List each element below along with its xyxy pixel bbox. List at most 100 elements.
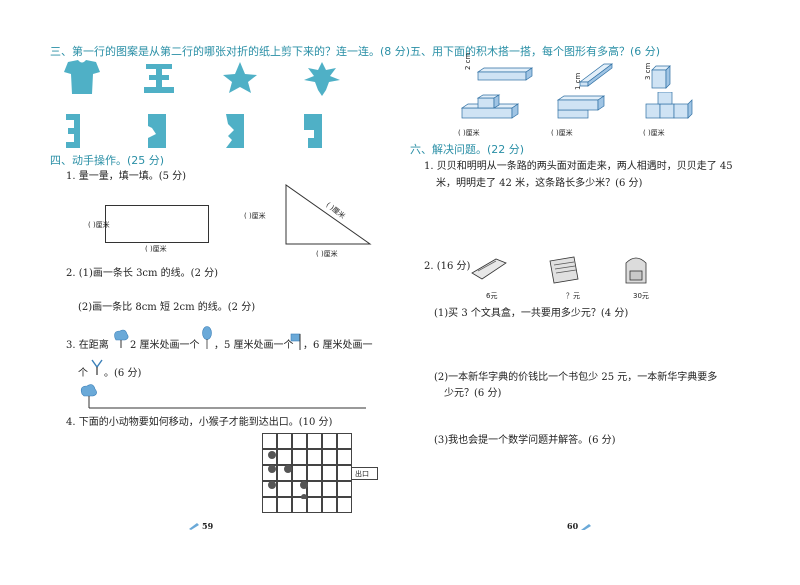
maze-cell (292, 433, 307, 449)
question-4-3-part5: 个 (78, 368, 88, 379)
section5-title: 五、用下面的积木搭一搭，每个图形有多高？(6 分) (410, 45, 661, 58)
cut-shapes-row (64, 60, 340, 96)
maze-cell (292, 481, 307, 497)
maze-cell (307, 433, 322, 449)
tri-left-blank: ( )厘米 (244, 212, 266, 220)
dim-2cm: 2 cm (464, 52, 472, 70)
folded-papers-row (66, 114, 322, 148)
question-6-1-line2: 米，明明走了 42 米，这条路长多少米？(6 分) (436, 178, 643, 189)
maze-cell (262, 433, 277, 449)
maze-cell (337, 465, 352, 481)
page-number-left: 59 (202, 521, 214, 531)
stacked-blocks-row (460, 92, 693, 119)
maze-cell (307, 465, 322, 481)
exit-label: 出口 (355, 470, 369, 478)
page-number-right: 60 (567, 521, 579, 531)
maze-cell (262, 465, 277, 481)
question-6-2-3: (3)我也会提一个数学问题并解答。(6 分) (434, 435, 616, 446)
question-4-3-part6: 。(6 分) (104, 368, 142, 379)
slingshot-icon (91, 359, 103, 375)
dim-1cm: 1 cm (574, 72, 582, 90)
animal-2 (268, 465, 276, 473)
maze-cell (292, 449, 307, 465)
maze-cell (322, 465, 337, 481)
star-shape (223, 62, 257, 93)
maze-cell (337, 481, 352, 497)
blocks-answer-1: ( )厘米 (458, 129, 480, 137)
maze-cell (337, 433, 352, 449)
question-6-2: 2. (16 分) (424, 261, 471, 272)
maze-cell (322, 433, 337, 449)
question-4-3-part3: ，5 厘米处画一个 (214, 340, 294, 351)
measure-triangle (285, 184, 372, 245)
maze-cell (337, 497, 352, 513)
price-backpack: 30元 (633, 292, 649, 300)
maze-cell (262, 449, 277, 465)
maze-cell (262, 481, 277, 497)
backpack-icon (625, 257, 647, 284)
stack-3 (645, 92, 693, 119)
maze-cell (307, 481, 322, 497)
price-dictionary: ？元 (566, 292, 580, 300)
flag-icon (290, 333, 301, 350)
maze-grid (262, 433, 352, 515)
measure-rectangle (105, 205, 209, 243)
maze-cell (337, 449, 352, 465)
maze-cell (262, 497, 277, 513)
rect-bottom-blank: ( )厘米 (145, 245, 167, 253)
animal-5 (301, 494, 307, 499)
maze-cell (322, 481, 337, 497)
monkey (284, 465, 292, 473)
dim-3cm: 3 cm (644, 62, 652, 80)
question-4-3-part4: ，6 厘米处画一 (303, 340, 373, 351)
question-6-2-2-line2: 少元？(6 分) (444, 388, 502, 399)
blocks-answer-3: ( )厘米 (643, 129, 665, 137)
blocks-answer-2: ( )厘米 (551, 129, 573, 137)
section3-title: 三、第一行的图案是从第二行的哪张对折的纸上剪下来的？连一连。(8 分) (50, 45, 411, 58)
maze-cell (322, 497, 337, 513)
question-4-4: 4. 下面的小动物要如何移动，小猴子才能到达出口。(10 分) (66, 417, 333, 428)
section6-title: 六、解决问题。(22 分) (410, 143, 525, 156)
question-6-2-1: (1)买 3 个文具盒，一共要用多少元？(4 分) (434, 308, 629, 319)
maze-cell (277, 433, 292, 449)
animal-4 (300, 481, 308, 489)
leaf-shape (304, 62, 340, 96)
tri-bottom-blank: ( )厘米 (316, 250, 338, 258)
folded-paper-2 (148, 114, 166, 148)
section4-title: 四、动手操作。(25 分) (50, 154, 165, 167)
animal-3 (268, 481, 276, 489)
price-pencil-box: 6元 (486, 292, 498, 300)
tree-icon (114, 329, 129, 348)
maze-cell (292, 465, 307, 481)
animal-1 (268, 451, 276, 459)
maze-cell (322, 449, 337, 465)
question-6-1-line1: 1. 贝贝和明明从一条路的两头面对面走来，两人相遇时，贝贝走了 45 (424, 161, 733, 172)
shop-items (471, 256, 647, 284)
maze-cell (277, 481, 292, 497)
rect-side-blank: ( )厘米 (88, 221, 110, 229)
flat-block (578, 63, 614, 87)
folded-paper-1 (66, 114, 80, 148)
question-4-3-part1: 3. 在距离 (66, 340, 109, 351)
question-4-2b: (2)画一条比 8cm 短 2cm 的线。(2 分) (78, 302, 256, 313)
stack-2 (556, 95, 606, 119)
question-4-1: 1. 量一量，填一填。(5 分) (66, 171, 187, 182)
distance-line (80, 384, 366, 409)
folded-paper-3 (226, 114, 244, 148)
question-6-2-2-line1: (2)一本新华字典的价钱比一个书包少 25 元，一本新华字典要多 (434, 372, 718, 383)
animals-in-grid (268, 451, 308, 499)
maze-cell (307, 497, 322, 513)
pencil-box-icon (471, 258, 507, 280)
maze-cell (277, 465, 292, 481)
maze-cell (292, 497, 307, 513)
wang-shape (144, 64, 174, 93)
maze-cell (277, 497, 292, 513)
dictionary-icon (549, 256, 579, 284)
cube-block (651, 65, 671, 89)
maze-cell (277, 449, 292, 465)
pencil-icon (189, 523, 199, 530)
balloon-icon (202, 326, 212, 349)
shirt-shape (64, 60, 100, 94)
stack-1 (460, 94, 520, 119)
folded-paper-4 (304, 114, 322, 148)
